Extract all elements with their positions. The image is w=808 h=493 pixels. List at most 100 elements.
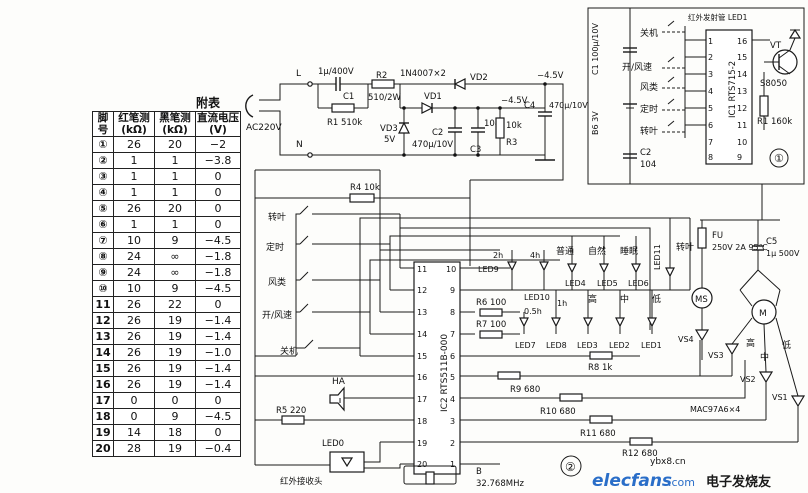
resistor-r6	[479, 308, 503, 317]
triac-model-label: MAC97A6×4	[690, 405, 740, 414]
label-L: L	[296, 69, 301, 79]
ic1-label: IC1 RTS715-2	[728, 61, 738, 118]
ic2-label: IC2 RTS511B-000	[440, 334, 450, 412]
table-cell: 26	[113, 376, 155, 393]
table-cell: 0	[195, 424, 241, 441]
ic1-pin: 15	[737, 53, 747, 62]
speed-high-label: 高	[746, 337, 755, 349]
r3-value: 10k	[506, 121, 522, 131]
ic2-pin: 6	[450, 352, 455, 361]
r10-label: R10 680	[540, 407, 576, 417]
ic2-pin: 7	[450, 330, 455, 339]
table-cell: 0	[154, 392, 196, 409]
remote-c2-label: C2	[640, 148, 651, 158]
main-key-timer: 定时	[266, 241, 284, 253]
led-1h-label: 1h	[557, 299, 567, 308]
remote-resistor-r1	[759, 95, 769, 117]
table-cell: −3.8	[195, 152, 241, 169]
table-cell: ⑩	[92, 280, 114, 297]
c4-value: 470μ/10V	[549, 101, 588, 110]
figure-number-1	[769, 148, 789, 168]
led8-icon	[551, 317, 561, 328]
led-normal-label: 普通	[556, 245, 574, 257]
triac-vs1-icon	[790, 395, 806, 408]
main-board-section: R4 10k 转叶 定时 风类 开/风速 关机 IC2 RTS511B-000 …	[254, 169, 806, 489]
diode-vd1	[421, 102, 434, 114]
vd3-value: 5V	[384, 135, 395, 145]
ic2-pin: 19	[417, 439, 427, 448]
receiver-label: 红外接收头	[280, 476, 323, 487]
led4-icon	[567, 263, 577, 274]
table-cell: −1.4	[195, 312, 241, 329]
resistor-r12	[629, 437, 653, 446]
table-cell: 14	[92, 344, 114, 361]
remote-r1-label: R1 160k	[757, 117, 792, 127]
table-cell: 1	[154, 168, 196, 185]
table-cell: 0	[113, 392, 155, 409]
table-cell: ⑤	[92, 200, 114, 217]
table-cell: 0	[195, 184, 241, 201]
table-cell: 1	[113, 184, 155, 201]
table-cell: 26	[113, 344, 155, 361]
table-cell: ③	[92, 168, 114, 185]
figure-number-2	[560, 455, 582, 477]
led-swing-label: 转叶	[676, 241, 694, 253]
table-cell: ⑥	[92, 216, 114, 233]
resistor-r7	[479, 330, 503, 339]
table-cell: −4.5	[195, 408, 241, 425]
ic1-pin: 2	[708, 53, 713, 62]
table-cell: 18	[92, 408, 114, 425]
ic1-pin: 7	[708, 138, 713, 147]
ic2-pin: 15	[417, 352, 427, 361]
crystal-value: 32.768MHz	[476, 479, 524, 489]
table-cell: 19	[92, 424, 114, 441]
table-cell: ⑧	[92, 248, 114, 265]
led0-label: LED0	[322, 439, 344, 449]
vs3-label: VS3	[708, 351, 724, 360]
fu-label: FU	[712, 231, 723, 241]
ic1-pin: 14	[737, 70, 747, 79]
table-cell: 26	[113, 136, 155, 153]
remote-key-speed: 开/风速	[622, 62, 652, 73]
table-cell: 26	[113, 328, 155, 345]
crystal-label: B	[476, 467, 482, 477]
led11-icon	[665, 267, 675, 278]
ic1-pin: 5	[708, 104, 713, 113]
table-cell: ①	[92, 136, 114, 153]
resistor-r11	[589, 415, 613, 424]
table-cell: 1	[113, 216, 155, 233]
led-high-label: 高	[588, 293, 597, 305]
r1-label: R1 510k	[327, 118, 362, 128]
r4-label: R4 10k	[350, 183, 380, 193]
led5-icon	[599, 263, 609, 274]
vt-label: VT	[770, 41, 782, 51]
remote-key-timer: 定时	[640, 103, 658, 115]
table-cell: ④	[92, 184, 114, 201]
vt-value: S8050	[760, 79, 787, 89]
table-cell: 11	[92, 296, 114, 313]
triac-group: VS4 VS3 VS2 VS1 高 中 低 MAC97A6×4	[678, 317, 806, 443]
ic1-pin: 6	[708, 121, 713, 130]
r12-label: R12 680	[622, 449, 658, 459]
c4-label: C4	[524, 101, 535, 111]
led-low-label: 低	[652, 293, 661, 305]
ic2-pin: 18	[417, 417, 427, 426]
terminal-L	[307, 81, 313, 87]
power-supply-section: AC220V L N 1μ/400V C1 R1 510k R2 510/2W …	[245, 67, 588, 266]
diodes-label: 1N4007×2	[400, 69, 446, 79]
table-cell: 14	[113, 424, 155, 441]
table-cell: 17	[92, 392, 114, 409]
table-cell: ⑨	[92, 264, 114, 281]
table-cell: 19	[154, 440, 196, 457]
led0-icon	[340, 457, 354, 468]
